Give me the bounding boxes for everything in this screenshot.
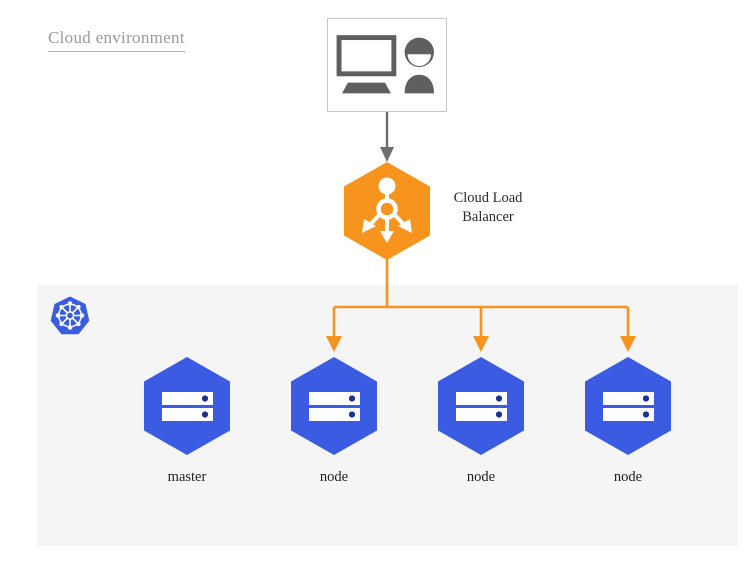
server-rack-icon [456, 392, 507, 421]
cluster-node-3-label: node [613, 469, 643, 485]
monitor-icon [336, 35, 397, 94]
server-rack-icon [603, 392, 654, 421]
user-icon [404, 37, 434, 94]
cluster-node-2-label: node [466, 469, 496, 485]
lb-label-line1: Cloud Load [453, 190, 523, 206]
cluster-node-1-label: node [319, 469, 349, 485]
cluster-node-1[interactable] [289, 356, 379, 456]
kubernetes-logo-icon [49, 295, 91, 337]
cluster-node-2[interactable] [436, 356, 526, 456]
page-title: Cloud environment [48, 28, 185, 52]
lb-label-line2: Balancer [462, 209, 514, 225]
load-balancer-distribute-icon [362, 177, 412, 243]
cloud-load-balancer-node[interactable] [342, 161, 432, 261]
server-rack-icon [162, 392, 213, 421]
client-icons-group [336, 35, 434, 94]
cloud-load-balancer-label: Cloud Load Balancer [440, 189, 536, 227]
client-workstation-box [327, 18, 447, 112]
cluster-node-3[interactable] [583, 356, 673, 456]
cluster-node-master[interactable] [142, 356, 232, 456]
server-rack-icon [309, 392, 360, 421]
connector-client-to-loadbalancer [380, 112, 394, 162]
cluster-node-master-label: master [167, 469, 207, 485]
